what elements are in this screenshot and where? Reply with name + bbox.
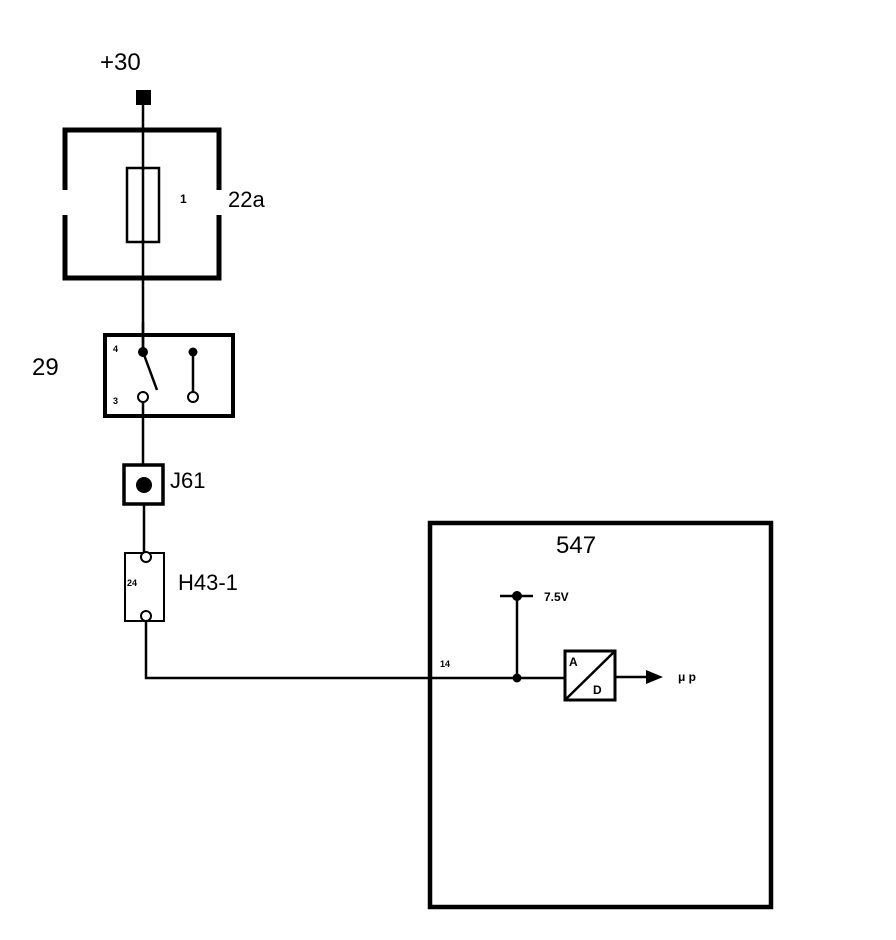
wire-connector-to-module — [144, 621, 565, 680]
fuse-number: 1 — [180, 192, 187, 206]
junction-label: J61 — [170, 468, 205, 493]
adc-block — [563, 649, 617, 702]
relay-pin-bottom: 3 — [113, 396, 118, 406]
connector-label: H43-1 — [178, 570, 238, 595]
output-arrow — [646, 670, 663, 684]
fuse-box — [62, 127, 222, 281]
connector-pin: 24 — [127, 578, 137, 588]
relay-contact-open — [137, 391, 149, 403]
module-input-pin: 14 — [440, 659, 450, 669]
adc-output-label: D — [593, 683, 602, 697]
fuse-box-label: 22a — [228, 187, 265, 212]
module-box — [427, 520, 774, 910]
relay-pin-top: 4 — [113, 344, 118, 354]
relay-switch-blade — [141, 351, 159, 391]
connector — [124, 551, 165, 622]
adc-input-label: A — [569, 655, 578, 669]
connector-top-pin — [140, 551, 152, 563]
terminal-square — [136, 90, 151, 105]
terminal-label: +30 — [100, 49, 141, 76]
junction — [122, 463, 165, 506]
relay-label: 29 — [32, 354, 59, 381]
relay — [103, 322, 235, 418]
signal-junction — [512, 673, 522, 683]
module-label: 547 — [556, 532, 596, 559]
reference-voltage: 7.5V — [544, 590, 569, 604]
output-label: μ p — [678, 670, 696, 684]
junction-dot — [136, 477, 152, 493]
connector-bottom-pin — [140, 610, 152, 622]
